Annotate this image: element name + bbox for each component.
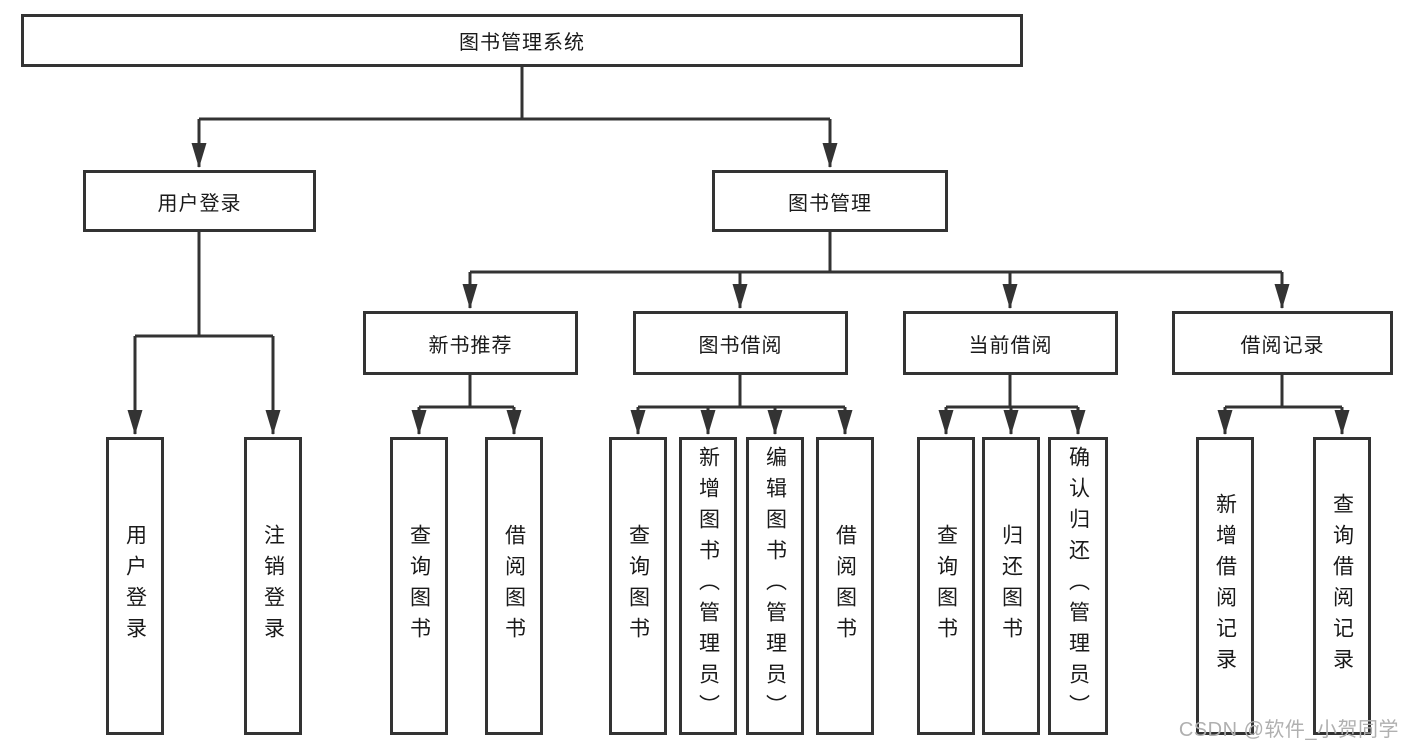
- node-root: 图书管理系统: [21, 14, 1023, 67]
- leaf-label: 注销登录: [261, 524, 285, 648]
- leaf-cb-confirm-return-admin: 确认归还（管理员）: [1048, 437, 1108, 735]
- leaf-label: 查询图书: [407, 524, 431, 648]
- leaf-label: 查询图书: [626, 524, 650, 648]
- leaf-label: 编辑图书（管理员）: [763, 446, 787, 725]
- leaf-label: 归还图书: [999, 524, 1023, 648]
- leaf-label: 借阅图书: [502, 524, 526, 648]
- csdn-watermark: CSDN @软件_小贺同学: [1178, 719, 1399, 741]
- leaf-label: 借阅图书: [833, 524, 857, 648]
- leaf-user-login: 用户登录: [106, 437, 164, 735]
- leaf-label: 用户登录: [123, 524, 147, 648]
- leaf-bb-query-books: 查询图书: [609, 437, 667, 735]
- leaf-rec-query-books: 查询图书: [390, 437, 448, 735]
- node-current-borrow: 当前借阅: [903, 311, 1118, 375]
- leaf-label: 查询借阅记录: [1330, 493, 1354, 679]
- node-user-login: 用户登录: [83, 170, 316, 232]
- leaf-br-query-record: 查询借阅记录: [1313, 437, 1371, 735]
- node-book-borrow: 图书借阅: [633, 311, 848, 375]
- leaf-label: 确认归还（管理员）: [1066, 446, 1090, 725]
- leaf-cb-return-books: 归还图书: [982, 437, 1040, 735]
- leaf-label: 查询图书: [934, 524, 958, 648]
- leaf-label: 新增图书（管理员）: [696, 446, 720, 725]
- node-book-mgmt: 图书管理: [712, 170, 948, 232]
- leaf-logout: 注销登录: [244, 437, 302, 735]
- leaf-bb-edit-books-admin: 编辑图书（管理员）: [746, 437, 804, 735]
- node-borrow-records: 借阅记录: [1172, 311, 1393, 375]
- leaf-bb-add-books-admin: 新增图书（管理员）: [679, 437, 737, 735]
- node-new-book-rec: 新书推荐: [363, 311, 578, 375]
- leaf-bb-borrow-books: 借阅图书: [816, 437, 874, 735]
- leaf-label: 新增借阅记录: [1213, 493, 1237, 679]
- leaf-cb-query-books: 查询图书: [917, 437, 975, 735]
- leaf-rec-borrow-books: 借阅图书: [485, 437, 543, 735]
- leaf-br-add-record: 新增借阅记录: [1196, 437, 1254, 735]
